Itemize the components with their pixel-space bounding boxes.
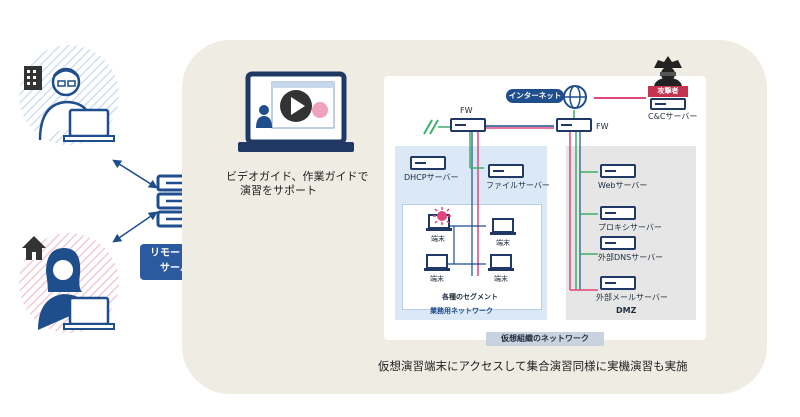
firewall-2-icon: [556, 118, 592, 132]
cc-server-icon: [650, 98, 686, 110]
ext-dns-server-icon: [600, 236, 636, 250]
terminal-icon-2: [490, 218, 516, 235]
terminal-label-4: 端末: [494, 275, 508, 283]
attacker-badge: 攻撃者: [648, 86, 688, 97]
presenter-icon: [256, 105, 272, 128]
access-arrows: [112, 159, 158, 243]
terminal-label-1: 端末: [431, 235, 445, 243]
fw-label-1: FW: [460, 106, 473, 115]
terminal-label-3: 端末: [430, 275, 444, 283]
home-user-avatar: [18, 232, 120, 334]
file-server-icon: [488, 164, 524, 178]
cc-server-label: C&Cサーバー: [648, 112, 698, 121]
ext-dns-server-label: 外部DNSサーバー: [598, 253, 664, 262]
firewall-1-icon: [450, 118, 486, 132]
segment-label: 各種のセグメント: [442, 293, 498, 301]
proxy-server-icon: [600, 206, 636, 220]
attacker-icon: [654, 56, 682, 86]
guide-caption: ビデオガイド、作業ガイドで 演習をサポート: [226, 170, 369, 197]
terminal-label-2: 端末: [496, 239, 510, 247]
virus-icon: [433, 207, 451, 225]
fw-label-2: FW: [596, 122, 609, 131]
ext-mail-server-label: 外部メールサーバー: [596, 293, 668, 302]
web-server-label: Webサーバー: [598, 181, 648, 190]
house-icon: [22, 236, 46, 260]
dmz-label: DMZ: [616, 306, 637, 315]
proxy-server-label: プロキシサーバー: [598, 223, 662, 232]
play-icon: [280, 90, 312, 122]
dhcp-server-icon: [410, 156, 446, 170]
office-user-avatar: [18, 44, 120, 146]
internet-badge: インターネット: [506, 89, 564, 103]
file-server-label: ファイルサーバー: [486, 181, 550, 190]
network-links: [423, 97, 646, 291]
ext-mail-server-icon: [600, 276, 636, 290]
video-guide-laptop-icon: [238, 71, 354, 152]
web-server-icon: [600, 164, 636, 178]
terminal-icon-4: [488, 254, 514, 271]
virtual-org-network-label: 仮想組織のネットワーク: [486, 332, 604, 346]
business-network-label: 業務用ネットワーク: [430, 307, 493, 315]
footer-caption: 仮想演習端末にアクセスして集合演習同様に実機演習も実施: [378, 359, 688, 373]
dhcp-label: DHCPサーバー: [404, 173, 459, 182]
building-icon: [24, 66, 42, 90]
terminal-icon-3: [424, 254, 450, 271]
globe-icon: [563, 85, 587, 109]
